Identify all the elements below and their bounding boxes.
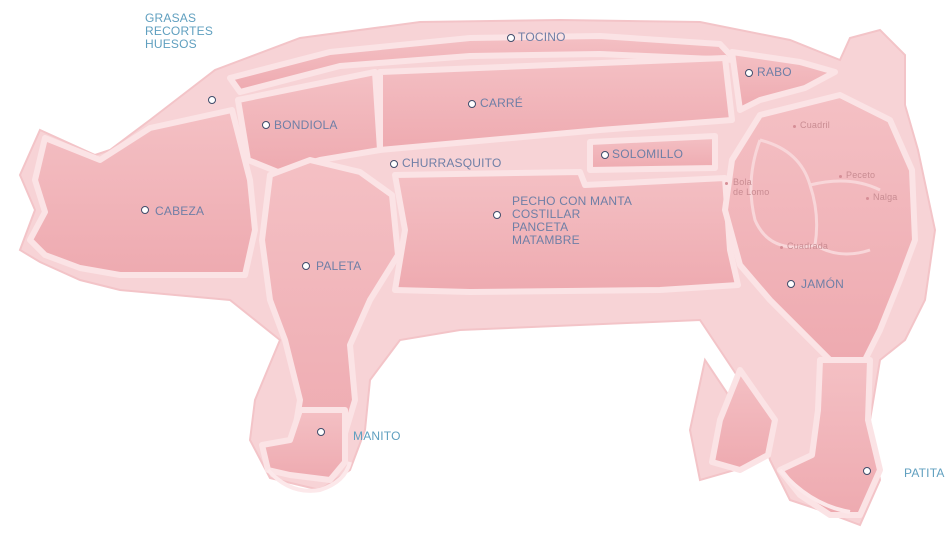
label-solomillo: SOLOMILLO [612, 148, 683, 161]
label-paleta: PALETA [316, 260, 361, 273]
label-cabeza: CABEZA [155, 205, 204, 218]
marker-bondiola [262, 121, 270, 129]
label-tocino: TOCINO [518, 31, 566, 44]
marker-manito [317, 428, 325, 436]
label-jamon: JAMÓN [801, 278, 844, 291]
marker-pecho [493, 211, 501, 219]
marker-rabo [745, 69, 753, 77]
marker-tocino [507, 34, 515, 42]
label-peceto: Peceto [846, 170, 875, 180]
label-bola-de-lomo: Bola de Lomo [733, 177, 769, 197]
label-churrasquito: CHURRASQUITO [402, 157, 502, 170]
marker-jamon [787, 280, 795, 288]
label-rabo: RABO [757, 66, 792, 79]
marker-carre [468, 100, 476, 108]
marker-bola-de-lomo [725, 182, 728, 185]
label-patita: PATITA [904, 467, 945, 480]
label-carre: CARRÉ [480, 97, 523, 110]
marker-peceto [839, 175, 842, 178]
label-grasas-recortes-huesos: GRASAS RECORTES HUESOS [145, 12, 213, 51]
label-pecho-costillar-panceta-matambre: PECHO CON MANTA COSTILLAR PANCETA MATAMB… [512, 195, 632, 247]
label-cuadrada: Cuadrada [787, 241, 828, 251]
label-cuadril: Cuadril [800, 120, 830, 130]
marker-cuadrada [780, 246, 783, 249]
label-bola: Bola [733, 177, 769, 187]
marker-patita [863, 467, 871, 475]
label-manito: MANITO [353, 430, 401, 443]
label-matambre: MATAMBRE [512, 234, 632, 247]
marker-churrasquito [390, 160, 398, 168]
label-bondiola: BONDIOLA [274, 119, 338, 132]
label-nalga: Nalga [873, 192, 898, 202]
cut-cabeza [30, 110, 255, 275]
label-de-lomo: de Lomo [733, 187, 769, 197]
marker-nalga [866, 197, 869, 200]
marker-solomillo [601, 151, 609, 159]
marker-paleta [302, 262, 310, 270]
marker-cuadril [793, 125, 796, 128]
leg-highlights [268, 462, 850, 512]
label-huesos: HUESOS [145, 38, 213, 51]
marker-cabeza [141, 206, 149, 214]
marker-grasas [208, 96, 216, 104]
